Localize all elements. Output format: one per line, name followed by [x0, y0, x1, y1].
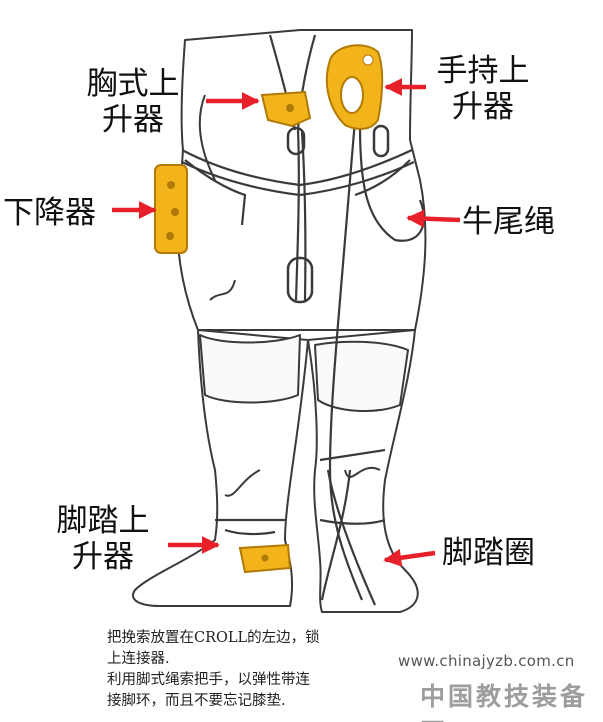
- caption-line-3: 利用脚式绳索把手，以弹性带连: [107, 672, 310, 688]
- label-chest-ascender-line1: 胸式上: [86, 66, 180, 102]
- label-hand-ascender-line1: 手持上: [436, 53, 530, 89]
- hand-ascender-device: [325, 44, 384, 130]
- watermark-url: www.chinajyzb.com.cn: [398, 652, 575, 670]
- label-hand-ascender: 手持上 升器: [428, 53, 538, 125]
- label-lanyard: 牛尾绳: [462, 204, 555, 240]
- descender-device: [154, 164, 188, 254]
- arrow-foot-loop: [383, 548, 436, 567]
- pointer-arrows: [112, 78, 461, 567]
- chest-ascender-device: [260, 90, 312, 128]
- label-foot-ascender-line1: 脚踏上: [56, 503, 150, 539]
- label-foot-loop: 脚踏圈: [442, 535, 535, 571]
- arrow-lanyard: [406, 209, 461, 228]
- label-hand-ascender-line2: 升器: [452, 89, 514, 125]
- foot-ascender-device: [238, 543, 292, 574]
- watermark-name: 中国教技装备网: [420, 682, 589, 722]
- label-foot-ascender-line2: 升器: [72, 539, 134, 575]
- label-descender: 下降器: [3, 195, 96, 231]
- carabiners: [286, 124, 390, 304]
- caption-line-2: 上连接器.: [107, 651, 170, 667]
- label-chest-ascender: 胸式上 升器: [78, 66, 188, 138]
- label-chest-ascender-line2: 升器: [102, 102, 164, 138]
- caption-line-4: 接脚环，而且不要忘记膝垫.: [107, 693, 286, 709]
- label-foot-ascender: 脚踏上 升器: [48, 503, 158, 575]
- caption-line-1: 把挽索放置在CROLL的左边，锁: [107, 630, 320, 646]
